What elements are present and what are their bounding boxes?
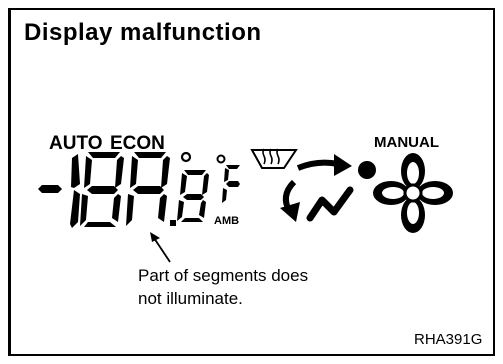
seven-segment-digit-8 <box>80 152 124 227</box>
decimal-point <box>170 220 176 226</box>
fahrenheit-indicator <box>216 154 240 203</box>
fan-icon <box>373 153 453 233</box>
defroster-icon <box>250 148 298 169</box>
pointer-arrow-icon <box>150 232 171 263</box>
diagram-title: Display malfunction <box>24 19 262 46</box>
seven-segment-digit-8-small <box>177 170 209 222</box>
note-line-2: not illuminate. <box>138 289 243 308</box>
seven-segment-digit-a <box>126 152 170 226</box>
minus-sign-segment <box>38 185 62 193</box>
note-line-1: Part of segments does <box>138 266 309 285</box>
degree-icon <box>180 151 192 163</box>
figure-code: RHA391G <box>414 331 483 348</box>
amb-indicator-label: AMB <box>214 215 240 227</box>
malfunction-note: Part of segments does not illuminate. <box>138 264 388 310</box>
vent-airflow-icon <box>280 154 376 222</box>
auto-indicator-label: AUTO <box>49 133 103 154</box>
econ-indicator-label: ECON <box>110 133 165 154</box>
seven-segment-digit-1 <box>70 154 80 228</box>
manual-indicator-label: MANUAL <box>374 134 439 151</box>
